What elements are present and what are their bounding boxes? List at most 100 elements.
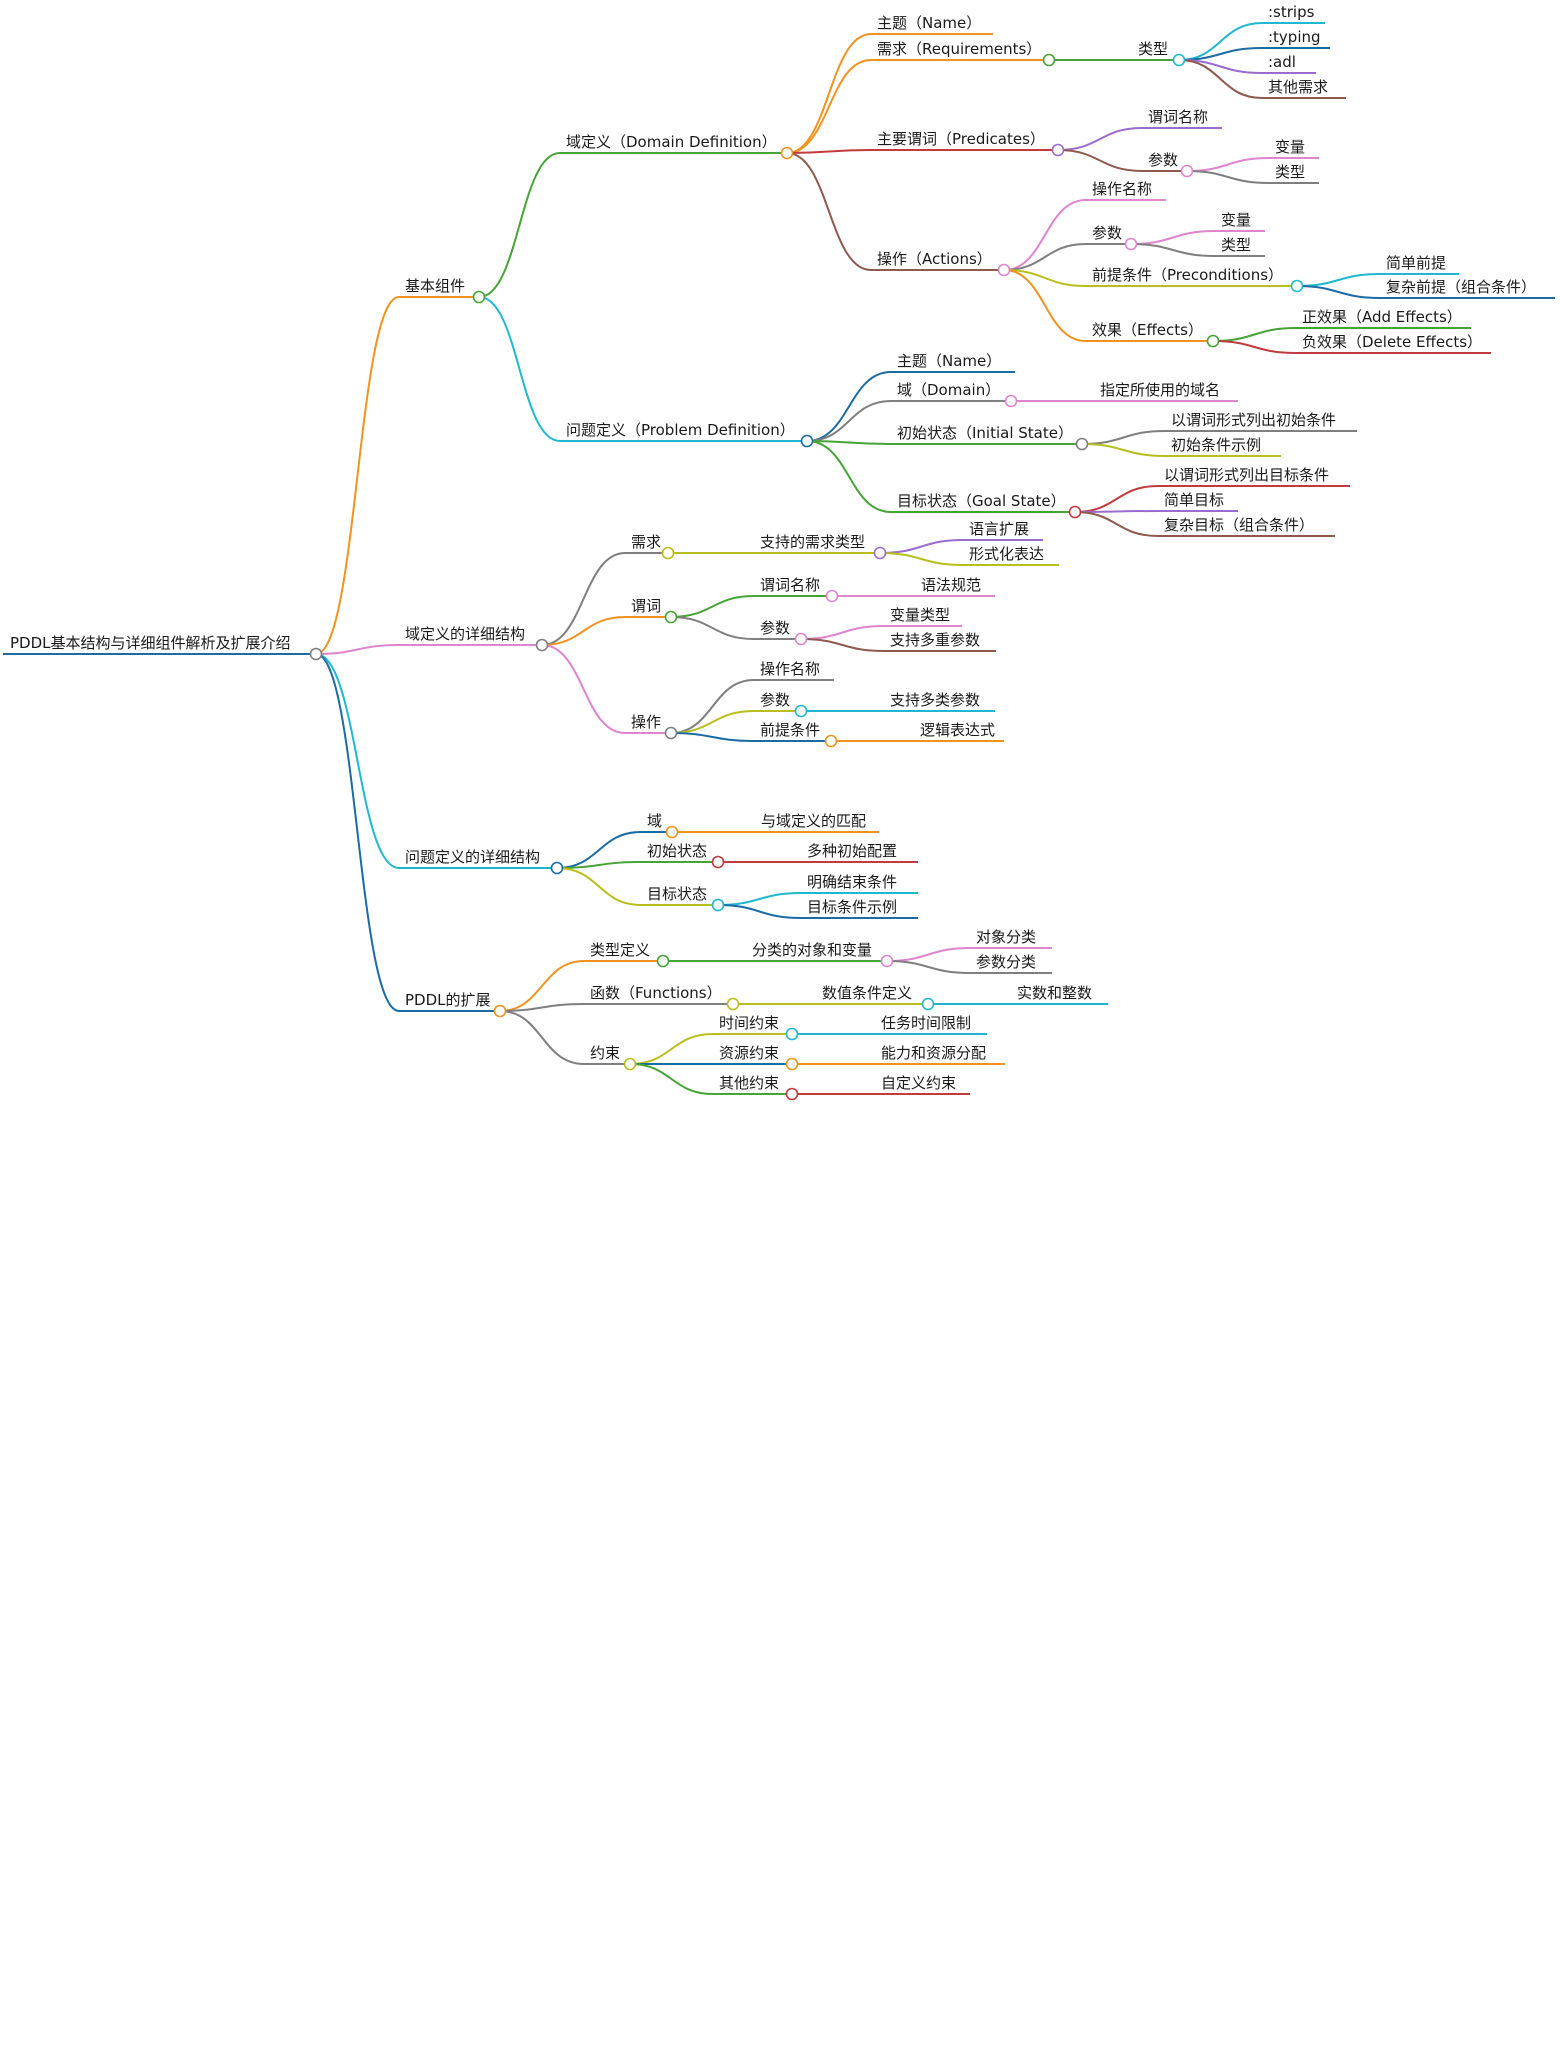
node-label: 其他约束 (719, 1074, 779, 1092)
node-label: 语言扩展 (969, 520, 1029, 538)
collapse-toggle[interactable] (785, 1057, 799, 1071)
node-label: 正效果（Add Effects） (1302, 308, 1462, 326)
connector-line (1003, 243, 1087, 271)
connector-line (800, 625, 885, 640)
node-label: 初始状态（Initial State） (897, 424, 1073, 442)
node-label: 函数（Functions） (590, 984, 722, 1002)
node-label: 主要谓词（Predicates） (877, 130, 1045, 148)
collapse-toggle[interactable] (726, 997, 740, 1011)
connector-line (541, 552, 626, 646)
connector-line (670, 710, 755, 734)
connector-line (1081, 430, 1166, 445)
collapse-toggle[interactable] (825, 589, 839, 603)
collapse-toggle[interactable] (1290, 279, 1304, 293)
collapse-toggle[interactable] (656, 954, 670, 968)
node-label: 语法规范 (921, 576, 981, 594)
node-label: 数值条件定义 (822, 984, 912, 1002)
node-label: 明确结束条件 (807, 873, 897, 891)
collapse-toggle[interactable] (661, 546, 675, 560)
collapse-toggle[interactable] (664, 610, 678, 624)
connector-line (1186, 170, 1270, 184)
connector-line (1212, 340, 1297, 354)
node-label: 对象分类 (976, 928, 1036, 946)
node-label: 任务时间限制 (881, 1014, 971, 1032)
collapse-toggle[interactable] (1004, 394, 1018, 408)
collapse-toggle[interactable] (785, 1087, 799, 1101)
collapse-toggle[interactable] (1051, 143, 1065, 157)
connector-line (670, 732, 755, 742)
node-label: 基本组件 (405, 277, 465, 295)
connector-line (800, 638, 885, 652)
connector-line (879, 539, 964, 554)
collapse-toggle[interactable] (873, 546, 887, 560)
connector-line (717, 904, 802, 919)
node-label: 域定义（Domain Definition） (566, 133, 777, 151)
node-label: 自定义约束 (881, 1074, 956, 1092)
node-label: 支持多类参数 (890, 691, 980, 709)
connector-line (806, 440, 892, 513)
connector-line (1057, 127, 1143, 151)
collapse-toggle[interactable] (880, 954, 894, 968)
collapse-toggle[interactable] (1075, 437, 1089, 451)
collapse-toggle[interactable] (794, 704, 808, 718)
node-label: 类型 (1221, 236, 1251, 254)
node-label: 时间约束 (719, 1014, 779, 1032)
node-label: 域 (647, 812, 662, 830)
collapse-toggle[interactable] (921, 997, 935, 1011)
collapse-toggle[interactable] (1180, 164, 1194, 178)
collapse-toggle[interactable] (711, 855, 725, 869)
collapse-toggle[interactable] (997, 263, 1011, 277)
node-label: 谓词名称 (760, 576, 820, 594)
collapse-toggle[interactable] (493, 1004, 507, 1018)
node-label: 形式化表达 (969, 545, 1044, 563)
connector-line (1003, 269, 1087, 287)
connector-line (315, 296, 400, 655)
connector-line (478, 152, 561, 298)
collapse-toggle[interactable] (623, 1057, 637, 1071)
node-label: 其他需求 (1268, 78, 1328, 96)
collapse-toggle[interactable] (794, 632, 808, 646)
node-label: 变量类型 (890, 606, 950, 624)
node-label: 资源约束 (719, 1044, 779, 1062)
connector-line (786, 33, 872, 154)
collapse-toggle[interactable] (1042, 53, 1056, 67)
connector-line (629, 1033, 714, 1065)
collapse-toggle[interactable] (800, 434, 814, 448)
collapse-toggle[interactable] (535, 638, 549, 652)
connector-line (1186, 157, 1270, 172)
collapse-toggle[interactable] (1172, 53, 1186, 67)
collapse-toggle[interactable] (711, 898, 725, 912)
connector-line (886, 947, 971, 962)
node-label: 目标状态 (647, 885, 707, 903)
node-label: 支持的需求类型 (760, 533, 865, 551)
connector-line (1296, 273, 1381, 287)
node-label: 多种初始配置 (807, 842, 897, 860)
node-label: 参数 (760, 619, 790, 637)
node-label: :typing (1268, 28, 1321, 46)
collapse-toggle[interactable] (1068, 505, 1082, 519)
collapse-toggle[interactable] (824, 734, 838, 748)
collapse-toggle[interactable] (1124, 237, 1138, 251)
collapse-toggle[interactable] (550, 861, 564, 875)
connector-line (879, 552, 964, 566)
node-label: 目标状态（Goal State） (897, 492, 1066, 510)
collapse-toggle[interactable] (309, 647, 323, 661)
collapse-toggle[interactable] (1206, 334, 1220, 348)
connector-line (1074, 511, 1159, 537)
node-label: 变量 (1275, 138, 1305, 156)
node-label: 前提条件（Preconditions） (1092, 266, 1283, 284)
connector-line (670, 595, 755, 618)
node-label: 主题（Name） (897, 352, 1001, 370)
collapse-toggle[interactable] (780, 146, 794, 160)
collapse-toggle[interactable] (785, 1027, 799, 1041)
collapse-toggle[interactable] (665, 825, 679, 839)
connector-line (499, 960, 585, 1012)
connector-line (1003, 269, 1087, 342)
node-label: 谓词名称 (1148, 108, 1208, 126)
node-label: 参数 (1092, 224, 1122, 242)
collapse-toggle[interactable] (472, 290, 486, 304)
node-label: 操作名称 (1092, 180, 1152, 198)
collapse-toggle[interactable] (664, 726, 678, 740)
node-label: 操作（Actions） (877, 250, 992, 268)
